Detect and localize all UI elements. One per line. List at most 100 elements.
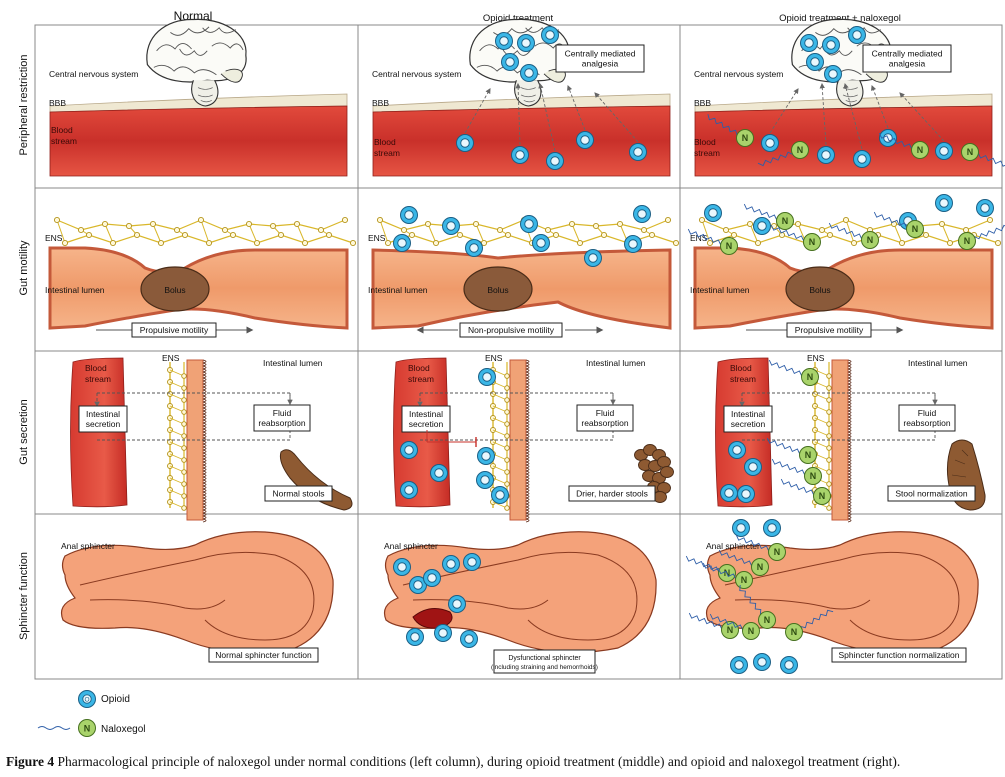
opioid-icon [456,134,474,152]
ens-ganglion [181,481,187,487]
fluid-reabsorption-box-box [576,404,634,432]
blood-stream-label: stream [85,374,111,384]
sphincter-naloxegol-box: Sphincter function normalization [831,647,967,663]
opioid-icon [546,152,564,170]
ens-ganglion [722,226,730,234]
figure-label: Figure 4 [6,754,55,769]
anal-sphincter-label: Anal sphincter [61,541,115,551]
sphincter-normal-box: Normal sphincter function [208,647,319,663]
ens-ganglion [181,373,187,379]
ens-ganglion [384,239,392,247]
ens-link [893,223,903,244]
naloxegol-icon: N [771,458,822,485]
crossing-arrow [594,92,639,143]
motility-naloxegol-box-text: Propulsive motility [795,325,864,335]
ens-ganglion [301,239,309,247]
figure-caption: Figure 4 Pharmacological principle of na… [6,754,1001,770]
stools-naloxegol-box: Stool normalization [887,485,976,502]
ens-ganglion [706,239,714,247]
svg-text:N: N [805,450,811,460]
ens-ganglion [229,231,237,239]
ens-ganglion [826,397,832,403]
stools-opioid-box-text: Drier, harder stools [576,488,648,498]
blood-stream-label: stream [374,148,400,158]
intestinal-secretion-box-text: secretion [731,419,766,429]
ens-ganglion [994,239,1002,247]
ens-ganglion [922,231,930,239]
svg-text:N: N [727,625,733,635]
naloxegol-icon: N [878,132,929,159]
intestinal-secretion-box-text: Intestinal [86,409,120,419]
ens-ganglion [181,385,187,391]
analgesia-box-text: Centrally mediated [565,48,636,58]
stools-normal-box-text: Normal stools [273,488,325,498]
row-header-secretion: Gut secretion [18,399,30,464]
svg-text:N: N [867,235,873,245]
row-header-peripheral: Peripheral restriction [18,55,30,156]
svg-text:N: N [967,147,973,157]
crossing-arrow [538,82,556,152]
ens-ganglion [648,231,656,239]
opioid-icon [744,458,762,476]
svg-text:N: N [810,471,816,481]
ens-ganglion [181,457,187,463]
ens-ganglion [504,445,510,451]
motility-normal-box-box [131,322,217,338]
naloxegol-icon: N [743,203,794,230]
ens-ganglion [640,226,648,234]
opioid-icon [800,34,818,52]
naloxegol-icon: N [873,211,924,238]
opioid-icon [633,205,651,223]
fluid-reabsorption-box-text: Fluid [273,408,292,418]
opioid-icon [442,217,460,235]
svg-text:N: N [809,237,815,247]
ens-ganglion [962,226,970,234]
fluid-reabsorption-box-text: reabsorption [581,418,629,428]
intestinal-secretion-box-box [723,405,773,433]
ens-ganglion [253,239,261,247]
ens-label: ENS [45,233,63,243]
ens-ganglion [938,220,946,228]
ens-ganglion [504,457,510,463]
ens-ganglion [181,397,187,403]
hemorrhoid [412,607,453,629]
ens-ganglion [850,239,858,247]
sphincter-normal-box-box [208,647,319,663]
ens-ganglion [181,493,187,499]
analgesia-box-box [555,44,645,73]
opioid-icon [753,217,771,235]
svg-text:N: N [782,216,788,226]
opioid-icon [448,595,466,613]
naloxegol-icon: N [961,143,1005,167]
svg-text:N: N [807,372,813,382]
ens-ganglion [504,409,510,415]
opioid-icon [824,65,842,83]
ens-ganglion [600,231,608,239]
opioid-icon [532,234,550,252]
ens-label: ENS [807,353,825,363]
stools-normal-box-box [264,485,333,502]
lumen-label: Intestinal lumen [690,285,750,295]
opioid-icon [393,558,411,576]
ens-ganglion [341,216,349,224]
column-header-naloxegol: Opioid treatment + naloxegol [779,13,901,24]
ens-ganglion [826,469,832,475]
ens-link [701,219,711,244]
villi [202,359,207,523]
ens-label: ENS [162,353,180,363]
blood-stream-label: stream [51,136,77,146]
stool-pellet [657,456,671,468]
opioid-icon [761,134,779,152]
ens-ganglion [181,421,187,427]
ens-ganglion [672,239,680,247]
ens-ganglion [592,222,600,230]
legend-opioid-label: Opioid [101,694,130,705]
ens-link [427,223,437,244]
opioid-icon [476,471,494,489]
ens-ganglion [317,226,325,234]
ens-ganglion [698,216,706,224]
fluid-reabsorption-box-text: Fluid [918,408,937,418]
crossing-arrow [515,82,521,146]
